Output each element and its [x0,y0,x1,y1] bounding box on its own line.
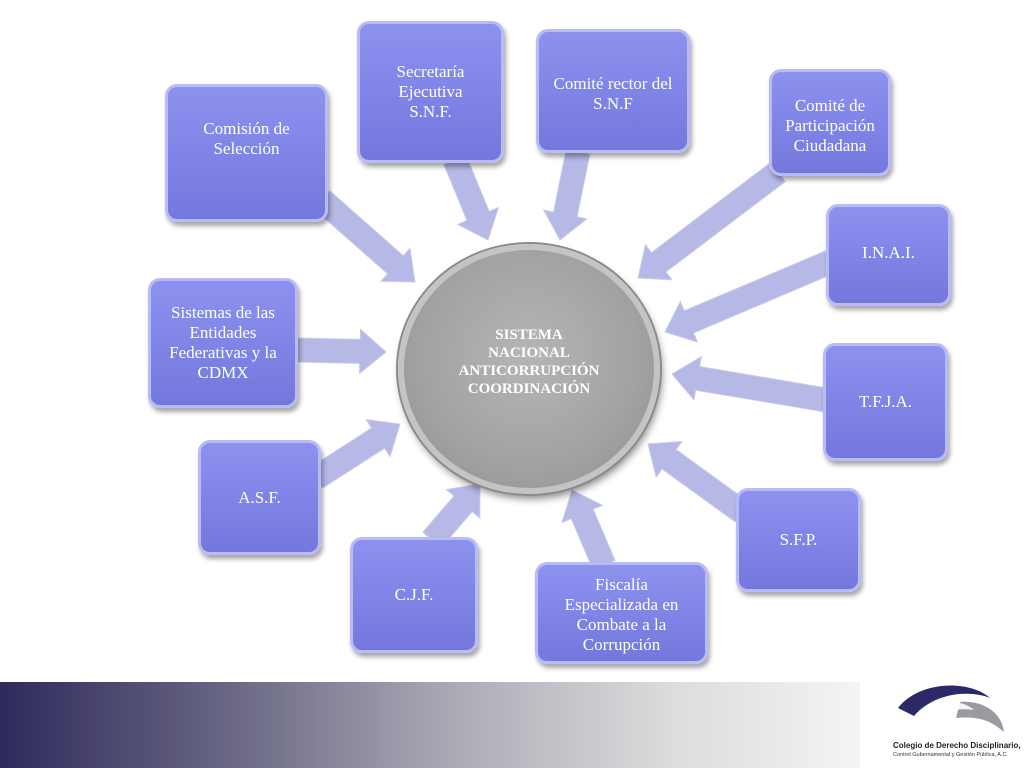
arrow-asf [308,418,401,489]
arrow-inai [664,250,836,343]
node-fiscalia: Fiscalía Especializada en Combate a la C… [535,562,708,664]
arrow-fiscalia [561,489,616,571]
arrow-comision-seleccion [313,190,416,283]
hub-label: SISTEMA NACIONAL ANTICORRUPCIÓN COORDINA… [458,327,600,397]
node-inai: I.N.A.I. [826,204,951,306]
node-label: S.F.P. [779,530,818,549]
center-hub: SISTEMA NACIONAL ANTICORRUPCIÓN COORDINA… [398,244,660,494]
node-asf: A.S.F. [198,440,321,555]
logo-subtitle: Control Gubernamental y Gestión Pública,… [893,752,1008,758]
footer-gradient-bar [0,682,860,768]
node-comite-rector: Comité rector del S.N.F [536,29,690,153]
node-label: Secretaría Ejecutiva S.N.F. [396,62,465,121]
arrow-sistemas-entidades [295,328,387,375]
node-label: Sistemas de las Entidades Federativas y … [169,303,277,382]
arrow-tfja [671,355,829,413]
arrow-cjf [422,483,481,549]
node-label: T.F.J.A. [858,392,913,411]
logo-emblem [898,685,1004,732]
node-label: I.N.A.I. [862,243,915,262]
node-comite-participacion: Comité de Participación Ciudadana [769,69,891,176]
node-label: A.S.F. [238,487,281,507]
arrow-comite-participacion [637,161,786,281]
node-sistemas-entidades: Sistemas de las Entidades Federativas y … [148,278,298,408]
logo-name: Colegio de Derecho Disciplinario, [893,741,1021,750]
arrow-sfp [647,440,750,523]
node-sfp: S.F.P. [736,488,861,592]
node-label: Fiscalía Especializada en Combate a la C… [564,575,679,654]
arrow-comite-rector [542,149,591,241]
node-secretaria-ejecutiva: Secretaría Ejecutiva S.N.F. [357,21,504,163]
node-label: Comité rector del S.N.F [553,74,673,113]
node-comision-seleccion: Comisión de Selección [165,84,328,222]
node-label: C.J.F. [394,585,434,604]
node-label: Comisión de Selección [203,119,290,158]
node-label: Comité de Participación Ciudadana [785,96,875,155]
node-tfja: T.F.J.A. [823,343,948,461]
arrow-secretaria-ejecutiva [443,154,500,241]
node-cjf: C.J.F. [350,537,478,653]
